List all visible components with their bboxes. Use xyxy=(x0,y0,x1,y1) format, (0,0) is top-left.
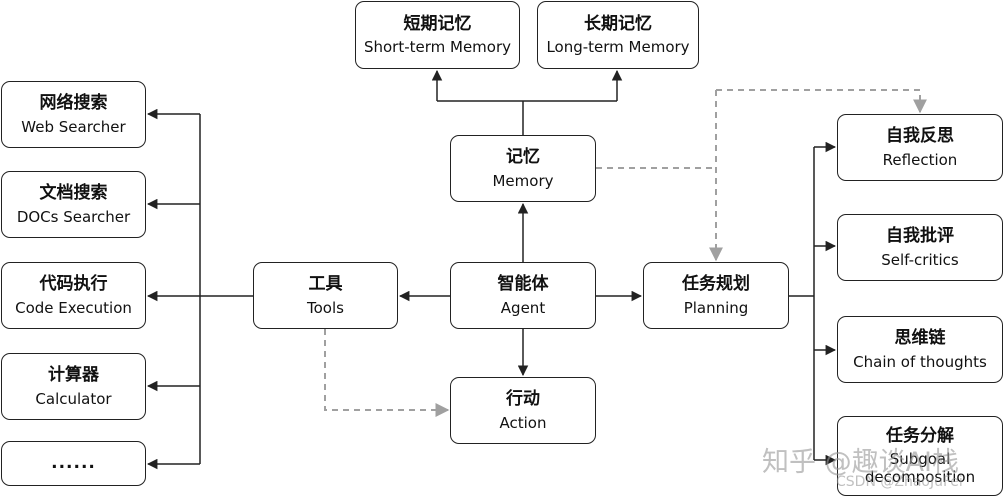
tools-node: 工具 Tools xyxy=(253,262,398,329)
web-searcher-title: 网络搜索 xyxy=(39,93,108,114)
calculator-node: 计算器 Calculator xyxy=(1,353,146,420)
self-critics-node: 自我批评 Self-critics xyxy=(837,214,1003,281)
web-searcher-node: 网络搜索 Web Searcher xyxy=(1,81,146,148)
memory-subtitle: Memory xyxy=(492,171,554,190)
reflection-node: 自我反思 Reflection xyxy=(837,114,1003,181)
tools-title: 工具 xyxy=(308,274,343,295)
long-term-memory-subtitle: Long-term Memory xyxy=(546,38,690,57)
dashed-tools-to-action xyxy=(324,329,450,417)
subgoal-decomposition-title: 任务分解 xyxy=(886,425,954,446)
agent-title: 智能体 xyxy=(497,274,549,295)
code-execution-title: 代码执行 xyxy=(39,274,108,295)
long-term-memory-title: 长期记忆 xyxy=(584,13,652,34)
web-searcher-subtitle: Web Searcher xyxy=(21,117,126,136)
reflection-title: 自我反思 xyxy=(886,126,954,147)
docs-searcher-node: 文档搜索 DOCs Searcher xyxy=(1,171,146,238)
more-tools-node: ...... xyxy=(1,441,146,486)
chain-of-thoughts-subtitle: Chain of thoughts xyxy=(853,352,987,371)
subgoal-decomposition-subtitle: Subgoal decomposition xyxy=(864,450,976,487)
action-title: 行动 xyxy=(506,389,540,410)
docs-searcher-title: 文档搜索 xyxy=(39,183,108,204)
watermark-sub: CSDN @ZhaoJuFei xyxy=(836,474,963,490)
reflection-subtitle: Reflection xyxy=(882,150,958,169)
tools-subtitle: Tools xyxy=(307,298,344,317)
dashed-to-reflection xyxy=(716,89,927,114)
long-term-memory-node: 长期记忆 Long-term Memory xyxy=(537,1,699,69)
more-tools-ellipsis: ...... xyxy=(51,453,96,474)
memory-title: 记忆 xyxy=(506,147,540,168)
short-term-memory-subtitle: Short-term Memory xyxy=(363,38,512,57)
code-execution-subtitle: Code Execution xyxy=(15,298,132,317)
chain-of-thoughts-node: 思维链 Chain of thoughts xyxy=(837,316,1003,383)
memory-node: 记忆 Memory xyxy=(450,135,596,202)
agent-node: 智能体 Agent xyxy=(450,262,596,329)
short-term-memory-title: 短期记忆 xyxy=(403,13,472,34)
action-subtitle: Action xyxy=(499,413,547,432)
planning-title: 任务规划 xyxy=(682,274,750,295)
planning-subtitle: Planning xyxy=(683,298,749,317)
short-term-memory-node: 短期记忆 Short-term Memory xyxy=(355,1,520,69)
self-critics-title: 自我批评 xyxy=(886,226,954,247)
subgoal-decomposition-node: 任务分解 Subgoal decomposition xyxy=(837,416,1003,496)
action-node: 行动 Action xyxy=(450,377,596,444)
calculator-title: 计算器 xyxy=(48,365,99,386)
calculator-subtitle: Calculator xyxy=(35,389,112,408)
watermark: 知乎 @趣谈AI栈 xyxy=(762,447,960,478)
code-execution-node: 代码执行 Code Execution xyxy=(1,262,146,329)
docs-searcher-subtitle: DOCs Searcher xyxy=(16,207,131,226)
agent-subtitle: Agent xyxy=(500,298,546,317)
chain-of-thoughts-title: 思维链 xyxy=(894,328,946,349)
planning-node: 任务规划 Planning xyxy=(643,262,789,329)
self-critics-subtitle: Self-critics xyxy=(881,250,959,269)
